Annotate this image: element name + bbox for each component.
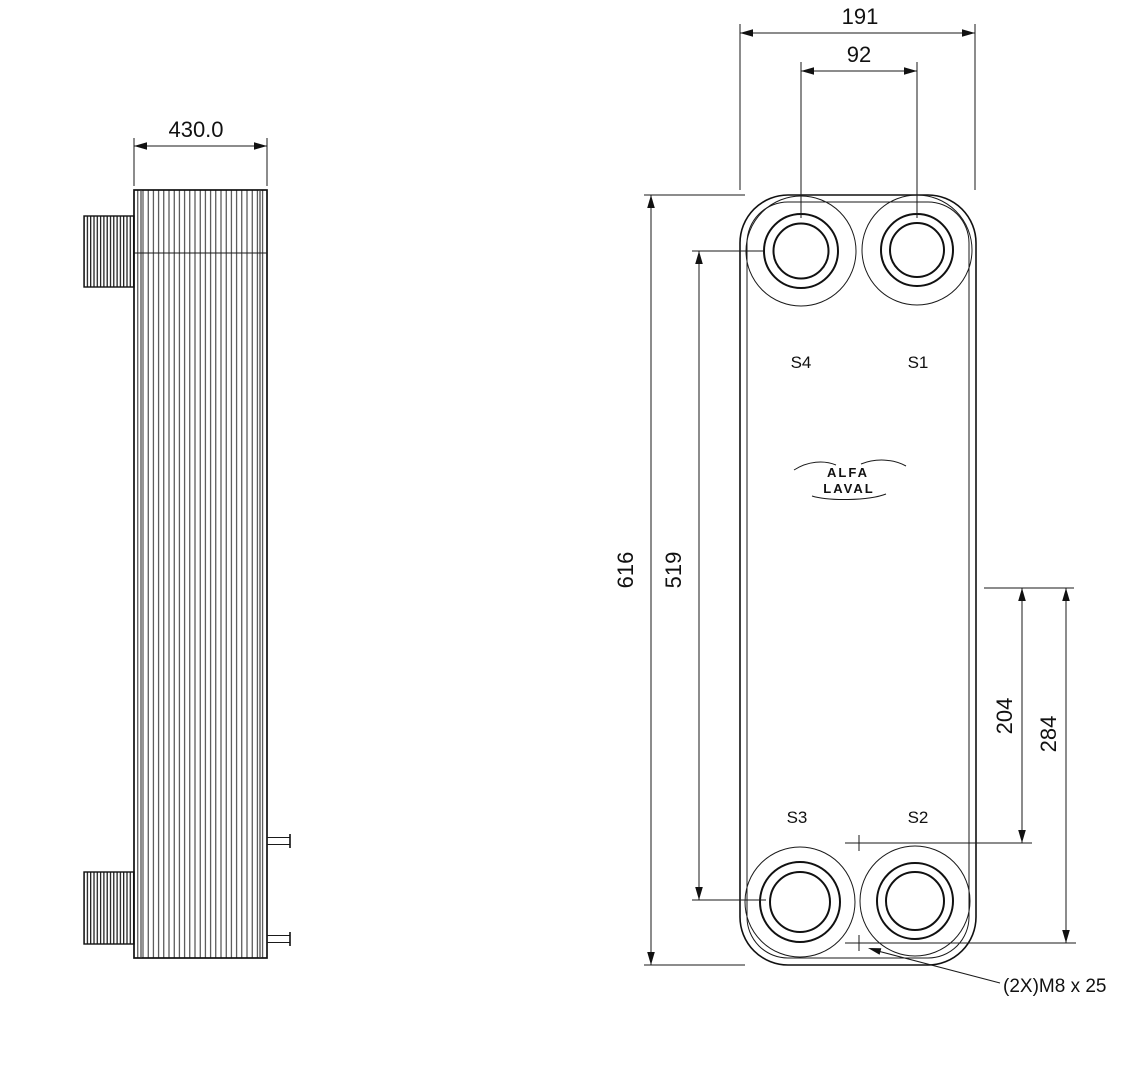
port-s3-bore bbox=[769, 871, 831, 933]
depth-dim-label: 430.0 bbox=[168, 117, 223, 142]
width-dim-label: 191 bbox=[842, 4, 879, 29]
port-s4-bore bbox=[772, 222, 830, 280]
arrowhead-left bbox=[134, 142, 147, 150]
port-s2-outer bbox=[876, 862, 954, 940]
port-s3-flange-circle bbox=[744, 846, 856, 958]
stud-center-mark-lower bbox=[845, 935, 873, 951]
arrowhead-top bbox=[647, 195, 655, 208]
port-label-s1: S1 bbox=[908, 353, 929, 372]
arrowhead-bottom bbox=[1062, 930, 1070, 943]
port-s1-outer bbox=[880, 213, 954, 287]
height-dim-label: 616 bbox=[613, 552, 638, 589]
bottom-connection-stub bbox=[83, 871, 135, 945]
arrowhead-bottom bbox=[647, 952, 655, 965]
dim-port-spacing: 92 bbox=[800, 42, 918, 218]
mounting-stud-upper-side bbox=[267, 834, 291, 848]
stud-center-mark-upper bbox=[845, 835, 873, 851]
port-label-s3: S3 bbox=[787, 808, 808, 827]
logo-text-line1: ALFA bbox=[827, 465, 869, 480]
leader-line bbox=[873, 949, 1001, 984]
front-plate-inner-outline bbox=[746, 201, 970, 959]
port-s4-outer bbox=[763, 213, 839, 289]
port-s3 bbox=[744, 846, 856, 958]
mounting-stud-lower-side bbox=[267, 932, 291, 946]
port-s3-outer bbox=[759, 861, 841, 943]
port-s1-bore bbox=[889, 222, 945, 278]
stud-note-callout: (2X)M8 x 25 bbox=[868, 948, 1106, 997]
logo-left-flourish bbox=[793, 461, 837, 471]
arrowhead-left bbox=[801, 67, 814, 75]
arrowhead-right bbox=[254, 142, 267, 150]
port-s2 bbox=[859, 845, 971, 957]
logo-text-line2: LAVAL bbox=[823, 481, 874, 496]
dim-port-height: 519 bbox=[661, 250, 766, 901]
port-s2-flange-circle bbox=[859, 845, 971, 957]
arrowhead-right bbox=[904, 67, 917, 75]
dim-depth: 430.0 bbox=[133, 117, 268, 186]
arrowhead-left bbox=[740, 29, 753, 37]
top-connection-stub bbox=[83, 215, 135, 288]
dim-overall-width: 191 bbox=[739, 4, 976, 190]
logo-underline-flourish bbox=[811, 493, 887, 501]
stud-note-label: (2X)M8 x 25 bbox=[1003, 976, 1106, 997]
port-s2-bore bbox=[885, 871, 945, 931]
dim-stud-lower: 284 bbox=[872, 588, 1076, 944]
stud-upper-dim-label: 204 bbox=[992, 698, 1017, 735]
port-label-s2: S2 bbox=[908, 808, 929, 827]
dim-overall-height: 616 bbox=[613, 194, 745, 966]
top-stub-threads bbox=[83, 215, 135, 288]
arrowhead-right bbox=[962, 29, 975, 37]
side-view: 430.0 bbox=[83, 117, 291, 959]
arrowhead-bottom bbox=[695, 887, 703, 900]
front-plate-outline bbox=[739, 194, 977, 966]
bottom-stub-threads bbox=[83, 871, 135, 945]
side-view-plate-pack bbox=[133, 189, 268, 959]
plate-pack-body bbox=[133, 189, 268, 959]
arrowhead-bottom bbox=[1018, 830, 1026, 843]
arrowhead-top bbox=[1018, 588, 1026, 601]
port-spacing-dim-label: 92 bbox=[847, 42, 871, 67]
dim-stud-upper: 204 bbox=[872, 587, 1074, 844]
port-label-s4: S4 bbox=[791, 353, 812, 372]
port-height-dim-label: 519 bbox=[661, 552, 686, 589]
arrowhead-top bbox=[695, 251, 703, 264]
stud-lower-dim-label: 284 bbox=[1036, 716, 1061, 753]
leader-arrowhead bbox=[868, 948, 882, 955]
alfa-laval-logo: ALFA LAVAL bbox=[793, 459, 907, 501]
logo-right-flourish bbox=[860, 459, 907, 467]
front-view: S4 S1 S3 S2 ALFA LAVAL bbox=[613, 4, 1106, 997]
arrowhead-top bbox=[1062, 588, 1070, 601]
